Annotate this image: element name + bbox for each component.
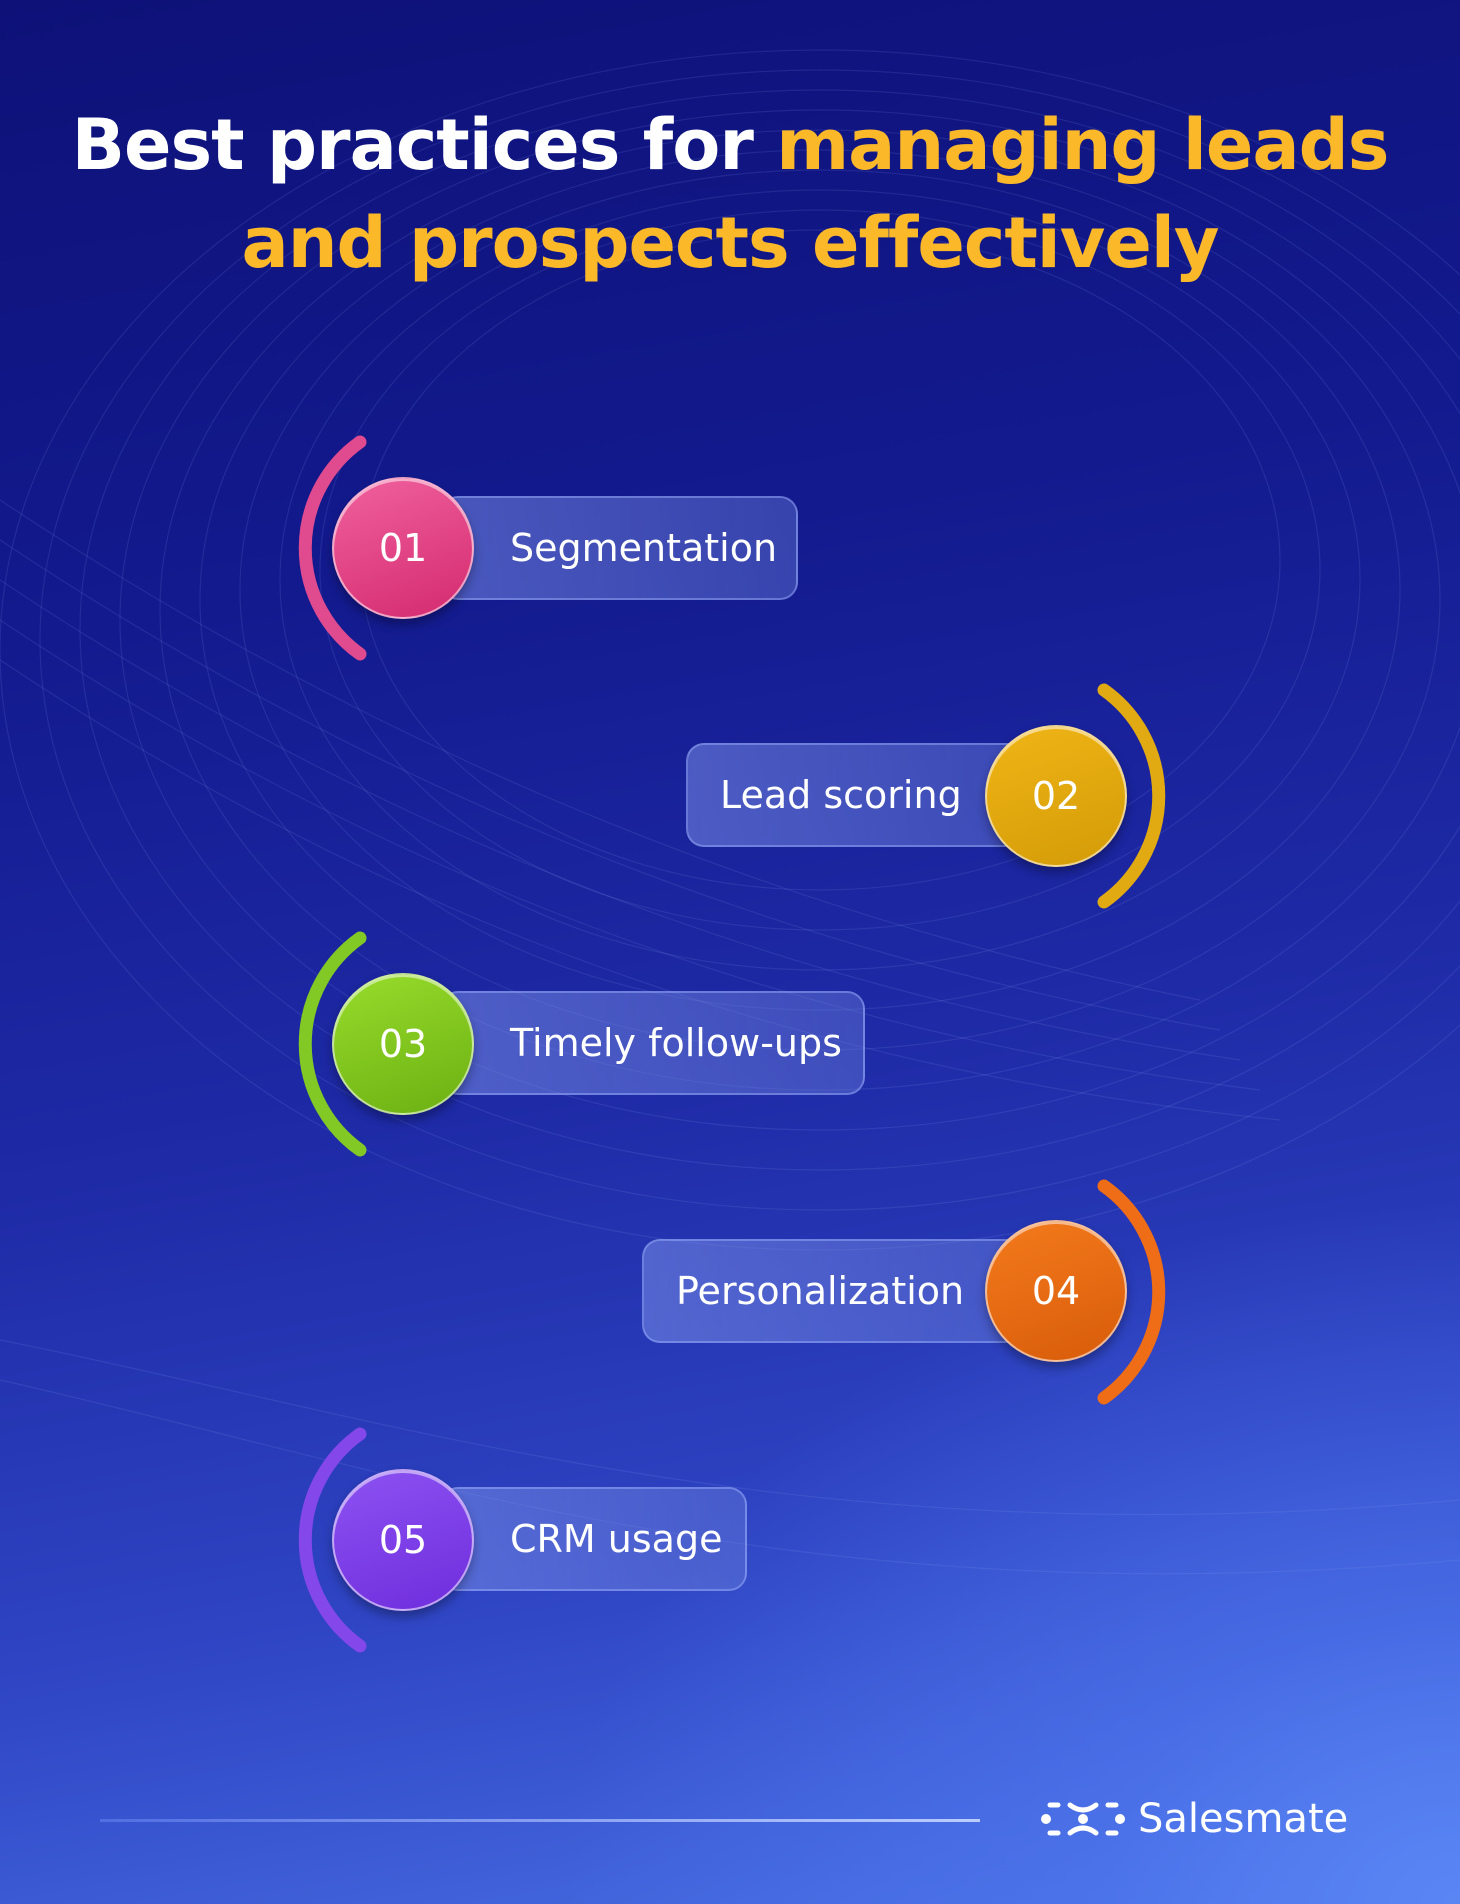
title-white: Best practices for (71, 104, 777, 186)
number-badge: 01 (332, 477, 474, 619)
arc-decoration-icon (1097, 1179, 1166, 1405)
arc-decoration-icon (1097, 683, 1166, 909)
pill-personalization: Personalization (642, 1239, 1046, 1343)
item-number: 02 (1031, 774, 1081, 818)
item-label: Timely follow-ups (510, 1021, 842, 1065)
pill-segmentation: Segmentation (440, 496, 798, 600)
pill-crm-usage: CRM usage (440, 1487, 747, 1591)
brand-name: Salesmate (1138, 1796, 1349, 1842)
arc-decoration-icon (298, 931, 367, 1157)
arc-decoration-icon (298, 1427, 367, 1653)
number-badge: 04 (985, 1220, 1127, 1362)
number-badge: 02 (985, 725, 1127, 867)
item-label: Personalization (676, 1269, 965, 1313)
number-badge: 03 (332, 973, 474, 1115)
page-title: Best practices for managing leads and pr… (0, 96, 1460, 292)
item-label: Lead scoring (720, 773, 962, 817)
salesmate-logo: Salesmate (1040, 1796, 1348, 1842)
pill-timely-follow-ups: Timely follow-ups (440, 991, 865, 1095)
item-number: 01 (378, 526, 428, 570)
item-number: 04 (1031, 1269, 1081, 1313)
item-number: 05 (378, 1518, 428, 1562)
arc-decoration-icon (298, 435, 367, 661)
salesmate-logo-icon (1041, 1802, 1125, 1836)
item-label: Segmentation (510, 526, 778, 570)
item-label: CRM usage (510, 1517, 723, 1561)
number-badge: 05 (332, 1469, 474, 1611)
footer-divider (100, 1819, 980, 1822)
item-number: 03 (378, 1022, 428, 1066)
title-highlight-2: and prospects effectively (241, 202, 1219, 284)
title-highlight-1: managing leads (776, 104, 1389, 186)
